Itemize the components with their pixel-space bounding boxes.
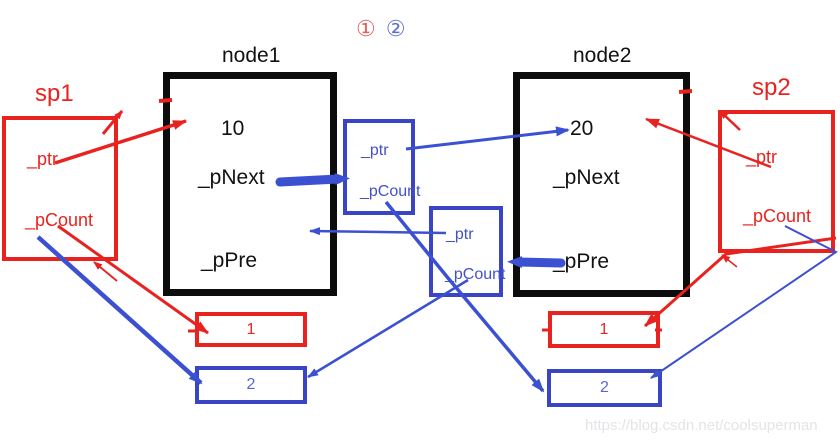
- count-node1-new-box: 2: [195, 366, 307, 404]
- legend-step2: ②: [385, 16, 408, 41]
- sp1-pcount-label: _pCount: [25, 210, 94, 230]
- count-node2-new-box: 2: [547, 369, 662, 407]
- node1-title: node1: [222, 44, 281, 67]
- arrow-count1-back-to-sp2: [721, 254, 738, 268]
- inner-pnext-ptr-label: _ptr: [361, 142, 389, 159]
- node2-ppre-label: _pPre: [553, 250, 610, 273]
- node1-pnext-label: _pNext: [198, 166, 265, 189]
- inner-ppre-pcount-label: _pCount: [445, 266, 506, 283]
- sp1-box: [2, 116, 118, 261]
- count-node2-old-box: 1: [548, 311, 660, 348]
- node2-value: 20: [570, 117, 594, 140]
- sp2-box: [718, 110, 835, 253]
- inner-pnext-pcount-label: _pCount: [360, 183, 421, 200]
- sp1-ptr-label: _ptr: [27, 149, 59, 169]
- sp2-ptr-label: _ptr: [746, 147, 778, 167]
- count-node2-old-value: 1: [599, 320, 609, 338]
- legend-step1: ①: [356, 16, 378, 41]
- legend: ① ②: [356, 16, 408, 42]
- count-node2-new-value: 2: [600, 379, 609, 396]
- sp2-pcount-label: _pCount: [743, 206, 812, 226]
- node2-pnext-label: _pNext: [553, 166, 620, 189]
- arrow-count1-back-to-sp1: [93, 261, 118, 282]
- count-node1-old-value: 1: [246, 320, 256, 338]
- watermark-text: https://blog.csdn.net/coolsuperman: [585, 417, 818, 434]
- count-node1-new-value: 2: [246, 376, 256, 393]
- count-node1-old-box: 1: [195, 312, 307, 347]
- node2-title: node2: [573, 44, 632, 67]
- inner-ppre-ptr-label: _ptr: [446, 226, 474, 243]
- node1-ppre-label: _pPre: [201, 249, 258, 272]
- sp1-title: sp1: [35, 80, 74, 107]
- sp2-title: sp2: [752, 74, 791, 101]
- node1-value: 10: [221, 117, 245, 140]
- inner-pnext-box: [343, 119, 415, 215]
